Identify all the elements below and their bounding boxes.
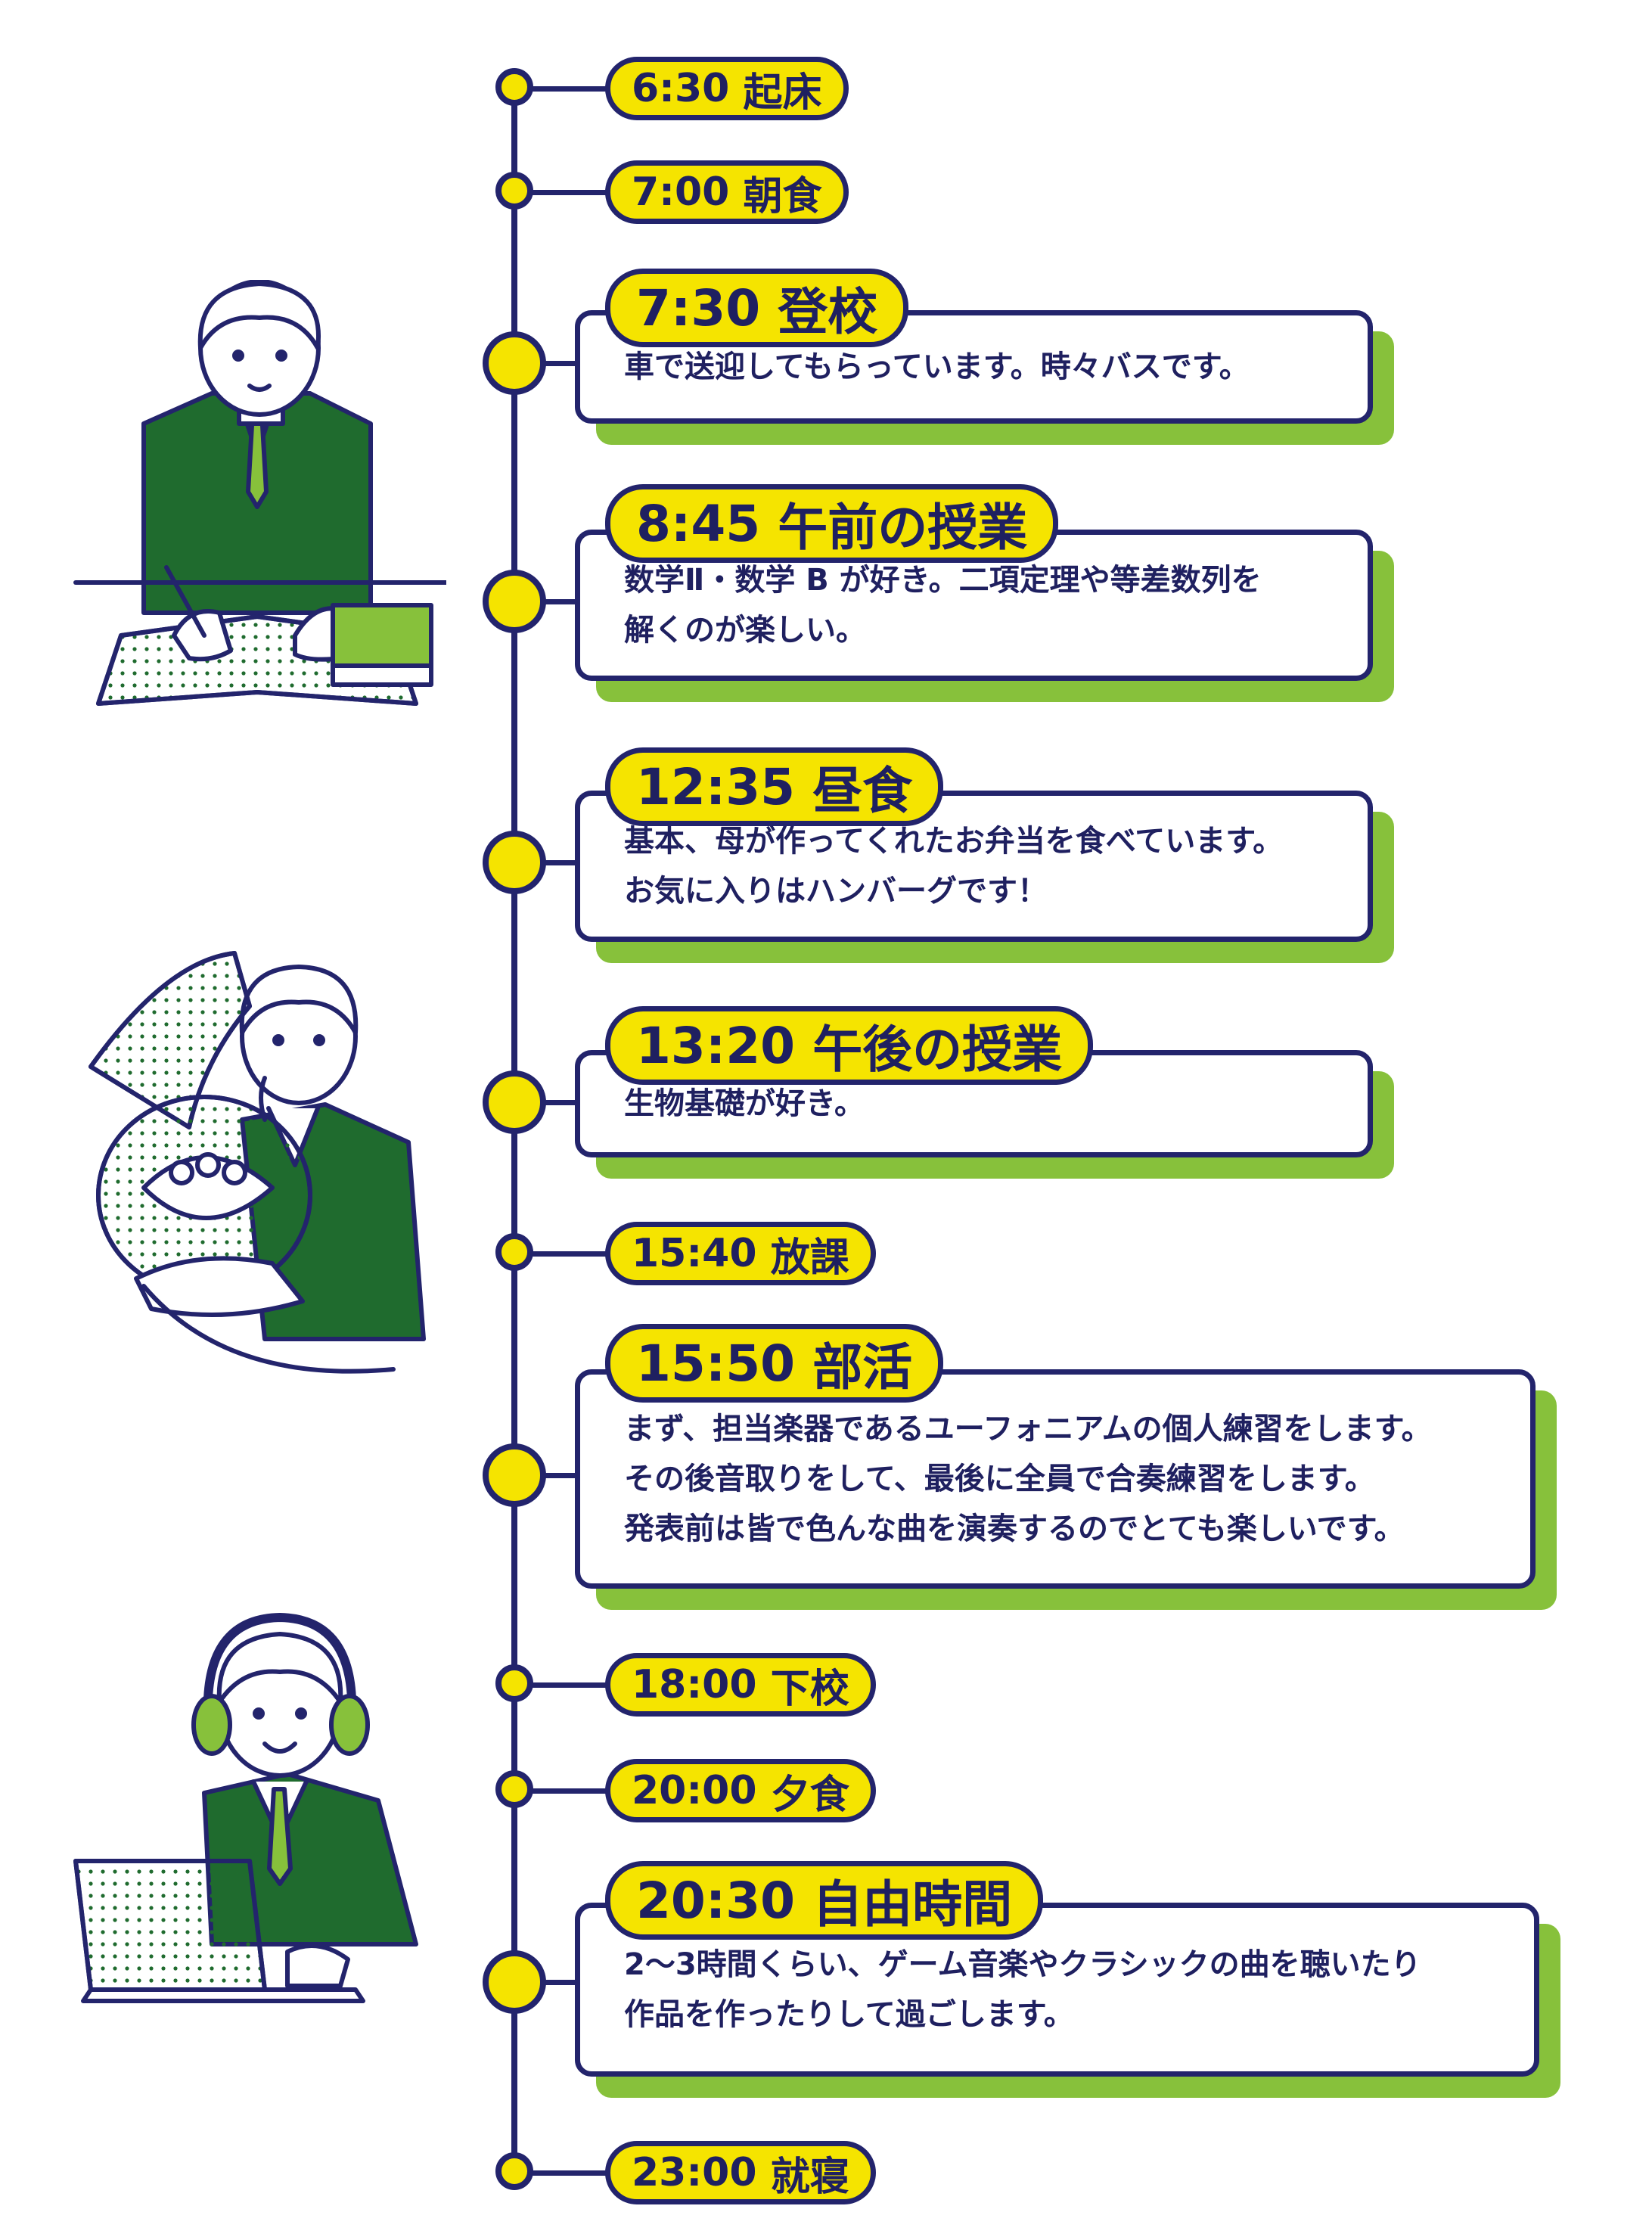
activity-label: 自由時間 — [812, 1875, 1013, 1934]
student-studying-illustration — [73, 280, 446, 706]
activity-label: 部活 — [812, 1338, 913, 1397]
timeline-dot — [483, 1950, 546, 2014]
time-label-pill: 18:00 下校 — [605, 1653, 876, 1717]
connector-line — [514, 190, 608, 195]
time-label-pill: 23:00 就寝 — [605, 2141, 876, 2204]
timeline-dot — [495, 68, 533, 106]
activity-label: 起床 — [743, 70, 822, 116]
time-label-pill: 6:30 起床 — [605, 57, 849, 120]
time-label-pill: 20:30 自由時間 — [605, 1861, 1044, 1940]
description-text: 2～3時間くらい、ゲーム音楽やクラシックの曲を聴いたり 作品を作ったりして過ごし… — [624, 1947, 1421, 2032]
timeline-dot — [483, 570, 546, 633]
connector-line — [514, 1788, 608, 1794]
connector-line — [514, 860, 578, 865]
description-text: 車で送迎してもらっています。時々バスです。 — [624, 350, 1250, 384]
time-text: 8:45 — [636, 494, 761, 553]
activity-label: 朝食 — [743, 173, 822, 219]
connector-line — [514, 1682, 608, 1688]
connector-line — [514, 1980, 578, 1985]
description-text: まず、担当楽器であるユーフォニアムの個人練習をします。 その後音取りをして、最後… — [624, 1412, 1432, 1546]
time-label-pill: 13:20 午後の授業 — [605, 1006, 1094, 1085]
description-text: 生物基礎が好き。 — [624, 1086, 865, 1121]
time-label-pill: 7:00 朝食 — [605, 160, 849, 224]
time-text: 18:00 — [632, 1662, 757, 1707]
description-card: 基本、母が作ってくれたお弁当を食べています。 お気に入りはハンバーグです！ — [575, 791, 1373, 942]
description-card: まず、担当楽器であるユーフォニアムの個人練習をします。 その後音取りをして、最後… — [575, 1369, 1536, 1589]
time-label-pill: 15:50 部活 — [605, 1324, 944, 1403]
time-label-pill: 15:40 放課 — [605, 1222, 876, 1285]
timeline-dot — [483, 331, 546, 395]
time-text: 23:00 — [632, 2150, 757, 2195]
activity-label: 就寝 — [770, 2154, 849, 2200]
timeline-dot — [483, 1443, 546, 1507]
activity-label: 午後の授業 — [812, 1021, 1063, 1079]
timeline-dot — [495, 1770, 533, 1808]
timeline-dot — [495, 2152, 533, 2190]
time-text: 20:30 — [636, 1871, 796, 1930]
connector-line — [514, 1251, 608, 1257]
time-text: 7:00 — [632, 169, 730, 215]
connector-line — [514, 2170, 608, 2176]
time-text: 20:00 — [632, 1768, 757, 1813]
activity-label: 昼食 — [812, 762, 913, 820]
timeline-dot — [495, 172, 533, 210]
timeline-dot — [495, 1664, 533, 1702]
connector-line — [514, 86, 608, 92]
time-text: 13:20 — [636, 1016, 796, 1075]
time-label-pill: 12:35 昼食 — [605, 747, 944, 826]
time-text: 7:30 — [636, 278, 761, 337]
connector-line — [514, 1100, 578, 1105]
time-text: 15:40 — [632, 1231, 757, 1276]
timeline-dot — [495, 1233, 533, 1271]
connector-line — [514, 599, 578, 604]
connector-line — [514, 361, 578, 366]
activity-label: 午前の授業 — [778, 499, 1028, 557]
connector-line — [514, 1473, 578, 1478]
activity-label: 放課 — [770, 1235, 849, 1281]
time-text: 6:30 — [632, 66, 730, 111]
activity-label: 夕食 — [770, 1772, 849, 1818]
student-euphonium-illustration — [88, 951, 426, 1374]
time-label-pill: 20:00 夕食 — [605, 1759, 876, 1822]
time-text: 12:35 — [636, 757, 796, 816]
description-text: 基本、母が作ってくれたお弁当を食べています。 お気に入りはハンバーグです！ — [624, 824, 1284, 909]
description-text: 数学Ⅱ・数学 B が好き。二項定理や等差数列を 解くのが楽しい。 — [624, 563, 1262, 648]
timeline-dot — [483, 831, 546, 894]
time-text: 15:50 — [636, 1334, 796, 1393]
student-headphones-laptop-illustration — [73, 1613, 418, 2003]
time-label-pill: 8:45 午前の授業 — [605, 484, 1059, 563]
timeline-dot — [483, 1070, 546, 1134]
activity-label: 登校 — [778, 283, 878, 341]
activity-label: 下校 — [770, 1666, 849, 1712]
time-label-pill: 7:30 登校 — [605, 269, 909, 347]
